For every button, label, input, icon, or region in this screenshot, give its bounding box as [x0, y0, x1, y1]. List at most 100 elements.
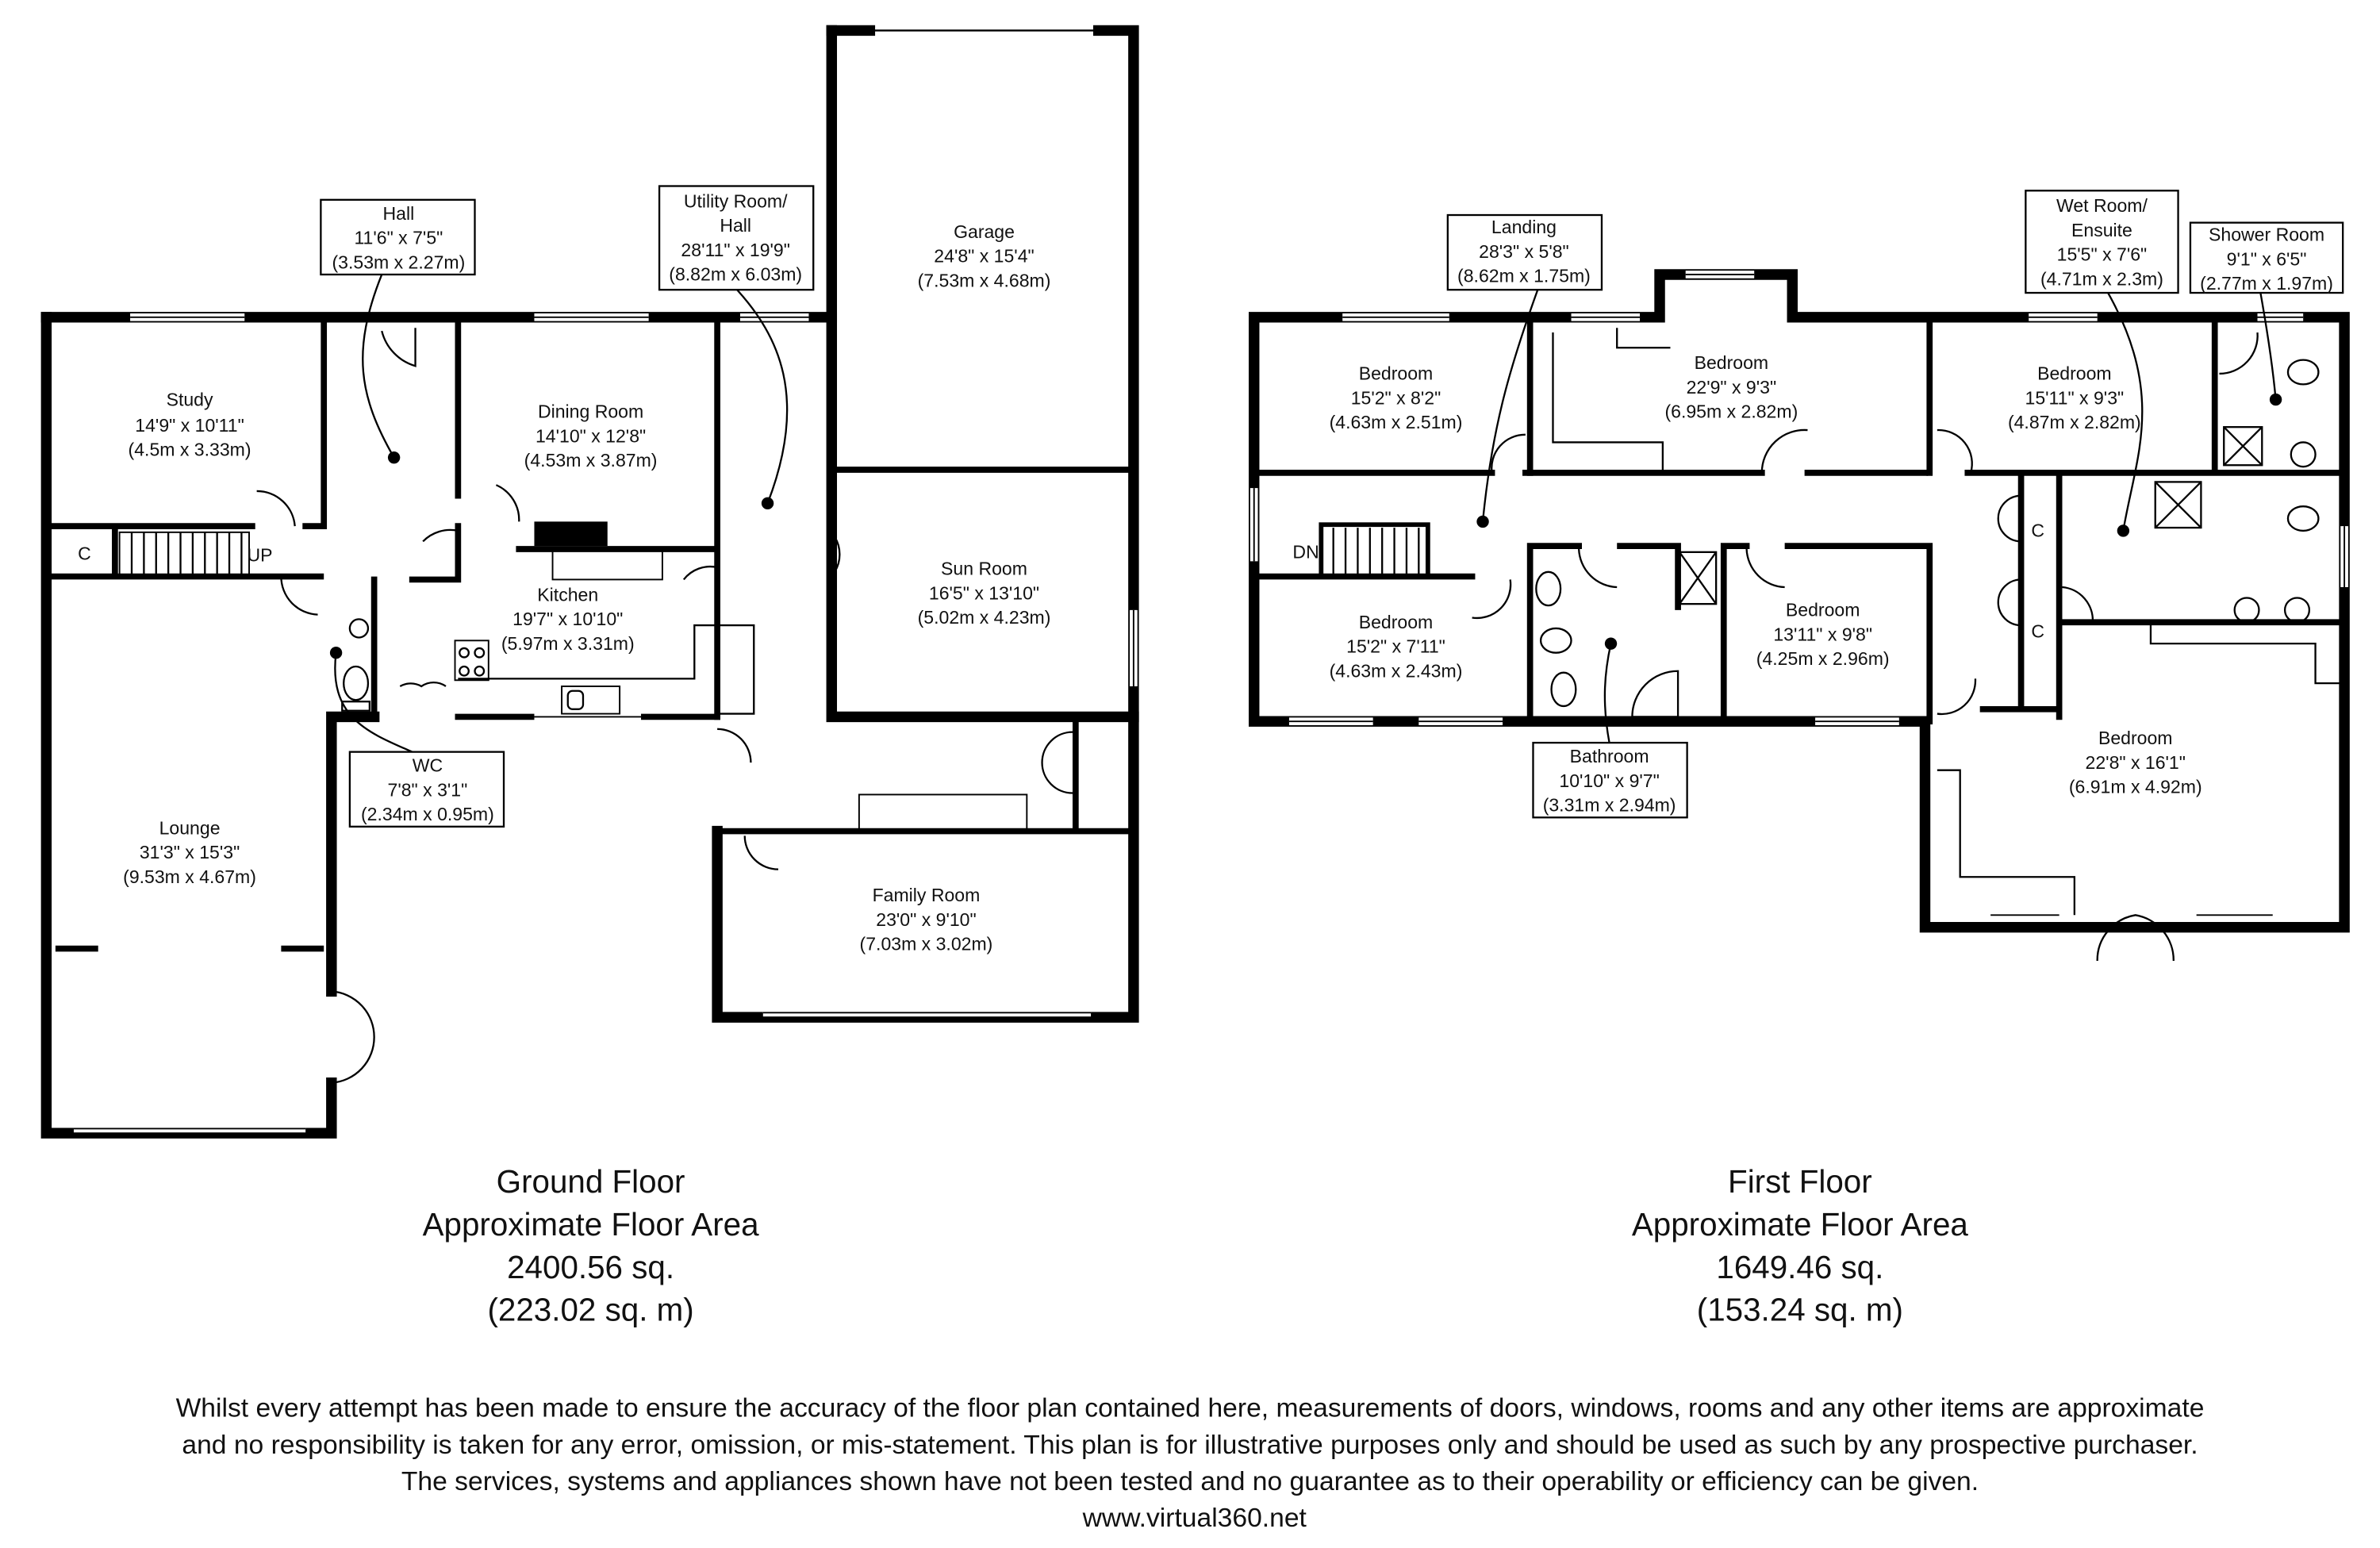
room-dimensions-imperial: 23'0" x 9'10" [876, 909, 976, 930]
disclaimer-line: and no responsibility is taken for any e… [182, 1431, 2198, 1460]
room-dimensions-imperial: 13'11" x 9'8" [1773, 624, 1872, 644]
room-name: Dining Room [538, 401, 643, 422]
callout-utility-room: Utility Room/ Hall 28'11" x 19'9" (8.82m… [658, 185, 815, 510]
room-dimensions-metric: (4.5m x 3.33m) [129, 440, 251, 460]
room-dimensions-metric: (5.02m x 4.23m) [918, 607, 1051, 628]
room-dimensions-metric: (3.31m x 2.94m) [1543, 795, 1676, 816]
room-garage: Garage 24'8" x 15'4" (7.53m x 4.68m) [918, 221, 1051, 291]
room-study: Study 14'9" x 10'11" (4.5m x 3.33m) [129, 389, 251, 459]
room-dimensions-imperial: 19'7" x 10'10" [512, 609, 623, 629]
room-family-room: Family Room 23'0" x 9'10" (7.03m x 3.02m… [860, 885, 993, 955]
callout-wet-room: Wet Room/ Ensuite 15'5" x 7'6" (4.71m x … [2025, 190, 2179, 537]
room-dimensions-metric: (4.53m x 3.87m) [524, 450, 658, 471]
room-dimensions-imperial: 15'11" x 9'3" [2025, 387, 2125, 408]
disclaimer-line: The services, systems and appliances sho… [401, 1467, 1979, 1496]
room-dimensions-metric: (6.95m x 2.82m) [1664, 401, 1798, 422]
room-name: Garage [954, 221, 1015, 242]
fireplace [534, 521, 608, 547]
room-dimensions-metric: (4.63m x 2.51m) [1330, 412, 1463, 432]
room-name: Bathroom [1570, 746, 1649, 766]
room-dimensions-metric: (4.71m x 2.3m) [2040, 268, 2163, 289]
room-name: Family Room [873, 885, 981, 905]
website-link[interactable]: www.virtual360.net [1082, 1504, 1307, 1533]
callout-bathroom: Bathroom 10'10" x 9'7" (3.31m x 2.94m) [1532, 637, 1688, 819]
floor-area-sqft: 1649.46 sq. [1716, 1249, 1883, 1285]
room-dimensions-metric: (7.03m x 3.02m) [860, 934, 993, 955]
disclaimer: Whilst every attempt has been made to en… [176, 1394, 2205, 1533]
ground-floor-plan: C UP [40, 25, 1139, 1139]
room-dimensions-imperial: 28'11" x 19'9" [681, 240, 790, 260]
room-dimensions-metric: (2.77m x 1.97m) [2200, 273, 2333, 294]
room-dimensions-imperial: 15'2" x 7'11" [1346, 636, 1445, 657]
room-dimensions-imperial: 15'5" x 7'6" [2057, 244, 2148, 265]
room-dimensions-metric: (9.53m x 4.67m) [123, 866, 256, 887]
room-bedroom-5: Bedroom 13'11" x 9'8" (4.25m x 2.96m) [1756, 600, 1890, 670]
room-dimensions-imperial: 28'3" x 5'8" [1479, 241, 1569, 262]
room-dimensions-imperial: 22'8" x 16'1" [2086, 752, 2186, 773]
room-bedroom-3: Bedroom 15'11" x 9'3" (4.87m x 2.82m) [2008, 363, 2141, 433]
room-name: Landing [1491, 217, 1557, 237]
room-lounge: Lounge 31'3" x 15'3" (9.53m x 4.67m) [123, 817, 256, 887]
room-dimensions-imperial: 16'5" x 13'10" [929, 582, 1039, 603]
room-name: Kitchen [537, 584, 598, 605]
room-dimensions-metric: (8.82m x 6.03m) [669, 264, 802, 285]
room-name: Hall [383, 203, 415, 224]
floor-title: First Floor [1728, 1163, 1872, 1200]
room-bedroom-1: Bedroom 15'2" x 8'2" (4.63m x 2.51m) [1330, 363, 1463, 433]
stairs-down-label: DN [1292, 542, 1319, 563]
hob-icon [454, 640, 489, 682]
room-dimensions-imperial: 10'10" x 9'7" [1559, 770, 1659, 791]
floor-area-sqm: (223.02 sq. m) [487, 1292, 693, 1328]
room-name: Shower Room [2209, 225, 2324, 245]
room-dimensions-imperial: 15'2" x 8'2" [1351, 387, 1441, 408]
room-dimensions-metric: (4.25m x 2.96m) [1756, 648, 1890, 669]
room-bedroom-4: Bedroom 15'2" x 7'11" (4.63m x 2.43m) [1330, 612, 1463, 682]
callout-wc: WC 7'8" x 3'1" (2.34m x 0.95m) [329, 646, 505, 828]
cupboard-label: C [2031, 520, 2044, 541]
toilet-icon [341, 618, 371, 712]
sink-icon [561, 686, 621, 715]
ground-floor-caption: Ground Floor Approximate Floor Area 2400… [423, 1163, 760, 1327]
floor-title: Ground Floor [497, 1163, 685, 1200]
sanitary-fixtures [1535, 359, 2320, 718]
first-floor-plan: DN C C [1249, 190, 2350, 961]
room-dimensions-metric: (7.53m x 4.68m) [918, 270, 1051, 290]
room-name: Lounge [159, 817, 221, 838]
room-name: Bedroom [1359, 363, 1434, 384]
room-name: Bedroom [1786, 600, 1860, 620]
room-dimensions-imperial: 9'1" x 6'5" [2227, 248, 2307, 269]
room-name: Bedroom [2037, 363, 2112, 384]
room-dining-room: Dining Room 14'10" x 12'8" (4.53m x 3.87… [524, 401, 658, 471]
floor-area-label: Approximate Floor Area [423, 1206, 760, 1243]
floor-area-sqm: (153.24 sq. m) [1697, 1292, 1903, 1328]
staircase [1319, 522, 1430, 579]
staircase [118, 531, 250, 576]
room-name: Sun Room [941, 559, 1027, 579]
room-dimensions-metric: (8.62m x 1.75m) [1457, 266, 1591, 286]
doors [1472, 332, 2259, 961]
room-sun-room: Sun Room 16'5" x 13'10" (5.02m x 4.23m) [918, 559, 1051, 628]
cupboard-label: C [78, 543, 91, 563]
room-dimensions-metric: (3.53m x 2.27m) [332, 252, 465, 272]
room-dimensions-imperial: 14'10" x 12'8" [536, 425, 646, 446]
callout-shower-room: Shower Room 9'1" x 6'5" (2.77m x 1.97m) [2189, 221, 2344, 406]
room-dimensions-metric: (2.34m x 0.95m) [361, 804, 494, 824]
room-dimensions-imperial: 11'6" x 7'5" [354, 228, 443, 248]
room-dimensions-imperial: 24'8" x 15'4" [934, 246, 1034, 267]
room-dimensions-metric: (4.63m x 2.43m) [1330, 660, 1463, 681]
stairs-up-label: UP [247, 544, 272, 565]
doors [256, 328, 1073, 1084]
room-dimensions-metric: (6.91m x 4.92m) [2069, 777, 2202, 797]
room-dimensions-metric: (5.97m x 3.31m) [501, 633, 635, 654]
room-name: Ensuite [2071, 220, 2132, 240]
room-dimensions-metric: (4.87m x 2.82m) [2008, 412, 2141, 432]
callout-landing: Landing 28'3" x 5'8" (8.62m x 1.75m) [1446, 213, 1603, 528]
room-bedroom-2: Bedroom 22'9" x 9'3" (6.95m x 2.82m) [1664, 352, 1798, 422]
first-floor-caption: First Floor Approximate Floor Area 1649.… [1632, 1163, 1969, 1327]
cupboard-label: C [2031, 620, 2044, 641]
room-dimensions-imperial: 22'9" x 9'3" [1687, 377, 1777, 398]
room-name: Study [167, 389, 213, 409]
room-dimensions-imperial: 31'3" x 15'3" [140, 842, 240, 862]
room-name: Bedroom [2098, 728, 2173, 748]
